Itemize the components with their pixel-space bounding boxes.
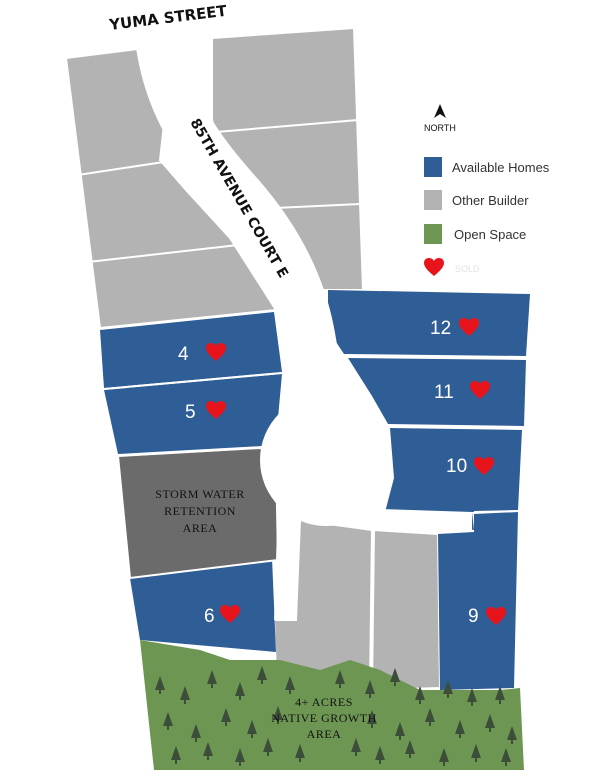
tree-icon bbox=[501, 748, 511, 766]
lot-6[interactable] bbox=[130, 558, 276, 652]
sold-heart-icon bbox=[206, 343, 226, 361]
tree-icon bbox=[365, 680, 375, 698]
sold-heart-icon bbox=[206, 401, 226, 419]
tree-icon bbox=[443, 680, 453, 698]
lot-labels: 4 5 6 12 11 10 9 bbox=[178, 318, 479, 627]
tree-icon bbox=[155, 676, 165, 694]
tree-icon bbox=[191, 724, 201, 742]
sold-heart-icon bbox=[220, 605, 240, 623]
tree-icon bbox=[247, 720, 257, 738]
native-growth-line-3: AREA bbox=[307, 727, 342, 741]
road bbox=[136, 32, 472, 620]
tree-icon bbox=[263, 738, 273, 756]
tree-icon bbox=[285, 676, 295, 694]
tree-icon bbox=[425, 708, 435, 726]
tree-icon bbox=[390, 668, 400, 686]
other-builder-swatch bbox=[424, 190, 442, 210]
tree-icon bbox=[351, 738, 361, 756]
tree-icon bbox=[367, 710, 377, 728]
lot-number-10: 10 bbox=[446, 456, 467, 477]
sold-heart-icon bbox=[424, 258, 444, 276]
tree-icon bbox=[395, 722, 405, 740]
available-swatch bbox=[424, 157, 442, 177]
sold-heart-icon bbox=[459, 318, 479, 336]
tree-icon bbox=[171, 746, 181, 764]
native-growth-label: 4+ ACRES NATIVE GROWTH AREA bbox=[271, 695, 376, 741]
legend: NORTH Available Homes Other Builder Open… bbox=[424, 104, 550, 276]
available-lots bbox=[100, 290, 530, 690]
open-space-area bbox=[140, 640, 524, 770]
available-legend-label: Available Homes bbox=[452, 160, 550, 175]
tree-icon bbox=[495, 686, 505, 704]
tree-icon bbox=[295, 744, 305, 762]
tree-icon bbox=[207, 670, 217, 688]
open-space-swatch bbox=[424, 224, 442, 244]
north-arrow-icon bbox=[434, 104, 446, 118]
lot-number-11: 11 bbox=[434, 382, 454, 403]
lot-11[interactable] bbox=[348, 358, 526, 426]
tree-icon bbox=[485, 714, 495, 732]
tree-icon bbox=[375, 746, 385, 764]
storm-water-line-1: STORM WATER bbox=[155, 487, 244, 501]
tree-icon bbox=[439, 748, 449, 766]
other-builder-lots bbox=[64, 26, 442, 692]
tree-icon bbox=[471, 744, 481, 762]
lot-number-9: 9 bbox=[468, 606, 479, 627]
lot-10[interactable] bbox=[384, 428, 522, 530]
native-growth-line-1: 4+ ACRES bbox=[295, 695, 353, 709]
tree-icon bbox=[273, 706, 283, 724]
tree-icon bbox=[257, 666, 267, 684]
tree-icon bbox=[235, 682, 245, 700]
sold-heart-icon bbox=[474, 457, 494, 475]
lot-number-6: 6 bbox=[204, 606, 215, 627]
tree-icon bbox=[507, 726, 517, 744]
lot-number-12: 12 bbox=[430, 318, 451, 339]
lot-number-5: 5 bbox=[185, 402, 196, 423]
tree-icon bbox=[415, 686, 425, 704]
tree-icon bbox=[221, 708, 231, 726]
tree-icon bbox=[467, 688, 477, 706]
tree-icon bbox=[455, 720, 465, 738]
native-growth-line-2: NATIVE GROWTH bbox=[271, 711, 376, 725]
lot-number-4: 4 bbox=[178, 344, 189, 365]
sold-heart-icon bbox=[486, 607, 506, 625]
lot-4[interactable] bbox=[100, 312, 282, 388]
sold-legend-label: SOLD bbox=[455, 264, 480, 274]
tree-icon bbox=[163, 712, 173, 730]
north-label: NORTH bbox=[424, 123, 456, 133]
storm-water-area bbox=[116, 446, 280, 580]
tree-icon bbox=[180, 686, 190, 704]
yuma-street-label: YUMA STREET bbox=[107, 2, 228, 34]
tree-icon bbox=[405, 740, 415, 758]
tree-icon bbox=[235, 748, 245, 766]
other-builder-legend-label: Other Builder bbox=[452, 193, 529, 208]
lot-12[interactable] bbox=[328, 290, 530, 356]
lot-9[interactable] bbox=[438, 512, 518, 690]
storm-water-line-2: RETENTION bbox=[164, 504, 236, 518]
tree-icon bbox=[335, 670, 345, 688]
sold-markers bbox=[206, 318, 506, 625]
sold-heart-icon bbox=[470, 381, 490, 399]
storm-water-label: STORM WATER RETENTION AREA bbox=[155, 487, 244, 535]
tree-icon bbox=[203, 742, 213, 760]
open-space-legend-label: Open Space bbox=[454, 227, 526, 242]
storm-water-line-3: AREA bbox=[183, 521, 218, 535]
lot-5[interactable] bbox=[104, 374, 282, 454]
